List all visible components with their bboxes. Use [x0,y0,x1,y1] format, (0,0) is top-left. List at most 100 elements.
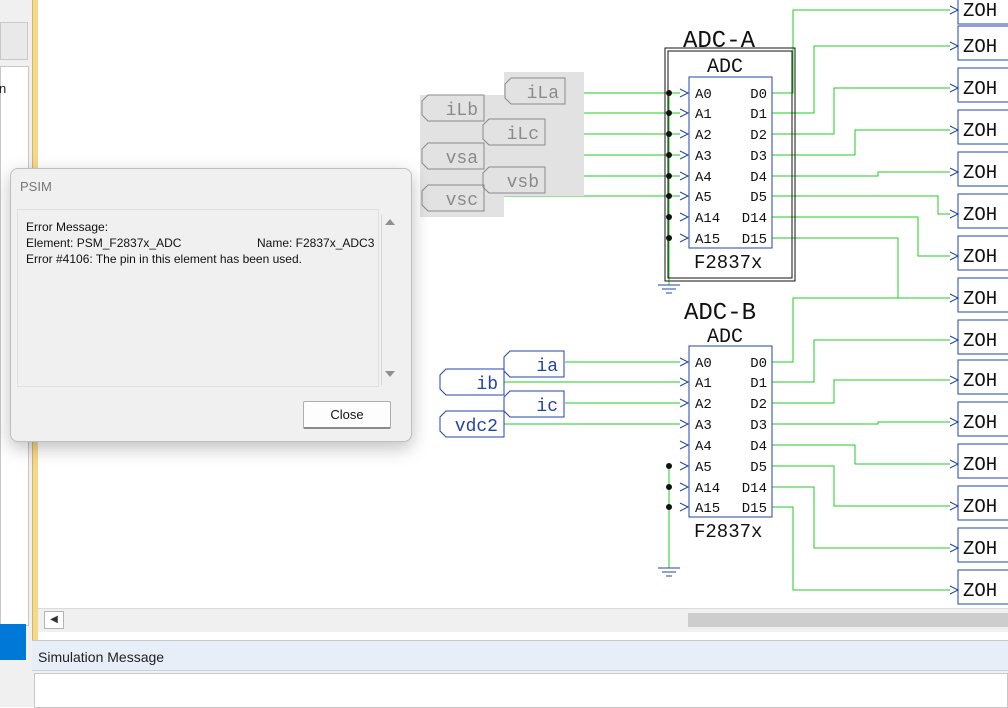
adc-a-chip: F2837x [694,252,762,274]
adc-b-output-wire [772,339,950,383]
adc-b-output-d0: D0 [750,356,767,372]
scroll-down-icon[interactable] [385,371,395,377]
error-element-label: Element: PSM_F2837x_ADC [26,236,182,250]
adc-b-node-dot [666,463,672,469]
left-panel-selected-item[interactable] [0,624,26,660]
zoh-input-arrow-icon [949,209,960,219]
adc-b-block[interactable] [688,345,773,518]
adc-b-title: ADC-B [684,300,756,327]
close-button[interactable]: Close [303,401,391,429]
adc-a-selection-frame [664,47,796,282]
adc-a-selection-inner [667,50,793,279]
adc-a-output-d0: D0 [750,87,767,103]
label-ilb-tag [421,94,485,122]
label-vsb: vsb [507,173,539,193]
adc-a-input-arrow-icon [679,108,690,118]
error-message-line: Error Message: [26,220,109,234]
scroll-up-icon[interactable] [385,219,395,225]
simulation-message-body[interactable] [34,673,1008,708]
label-vsa: vsa [446,149,479,169]
zoh-blocks: ZOHZOHZOHZOHZOHZOHZOHZOHZOHZOHZOHZOHZOHZ… [949,0,1008,605]
adc-b-input-a1: A1 [695,376,712,392]
zoh-input-arrow-icon [949,41,960,51]
adc-b-node-dot [666,484,672,490]
left-panel-list-text: n [0,81,7,96]
adc-a-input-arrow-icon [679,129,690,139]
scroll-left-arrow-icon[interactable]: ◀ [44,611,64,629]
ground-symbols [658,284,680,577]
adc-a-output-wire [772,171,950,177]
zoh-input-arrow-icon [949,375,960,385]
horizontal-scrollbar[interactable]: ◀ [38,608,1008,632]
zoh-block [957,151,1008,187]
adc-b-input-arrow-icon [679,398,690,408]
adc-a-input-a4: A4 [695,170,712,186]
zoh-input-arrow-icon [949,459,960,469]
adc-b-input-arrow-icon [679,440,690,450]
adc-b-input-a2: A2 [695,397,712,413]
adc-a-input-arrow-icon [679,150,690,160]
adc-b-input-a4: A4 [695,439,712,455]
adc-a-input-a15: A15 [695,232,720,248]
zoh-block [957,277,1008,313]
adc-a-output-wire [772,237,950,299]
zoh-block [957,193,1008,229]
label-vsa-tag [421,142,485,170]
label-vdc2-tag [439,410,505,438]
zoh-label: ZOH [963,496,997,518]
adc-a-input-arrow-icon [679,191,690,201]
adc-a-block[interactable] [688,76,773,249]
zoh-label: ZOH [963,120,997,142]
error-name-label: Name: F2837x_ADC3 [257,236,375,250]
adc-a-node-dot [666,173,672,179]
zoh-block [957,319,1008,355]
zoh-label: ZOH [963,78,997,100]
adc-a-label: ADC [707,56,743,79]
label-vsc: vsc [446,191,478,211]
adc-a-input-arrow-icon [679,212,690,222]
adc-a-input-arrow-icon [679,233,690,243]
zoh-input-arrow-icon [949,417,960,427]
adc-b-output-wire [772,465,950,507]
zoh-input-arrow-icon [949,585,960,595]
zoh-block [957,569,1008,605]
label-vsc-tag [421,184,485,212]
label-ia-tag [503,350,565,378]
adc-a-node-dot [666,193,672,199]
scroll-thumb[interactable] [688,613,1008,627]
dialog-title: PSIM [20,179,52,194]
zoh-input-arrow-icon [949,543,960,553]
zoh-label: ZOH [963,36,997,58]
label-ic: ic [536,397,558,417]
label-ilb: iLb [446,101,478,121]
adc-b-output-wire [772,379,950,404]
zoh-label: ZOH [963,204,997,226]
simulation-message-panel: Simulation Message [32,640,1008,708]
adc-b-output-wire [772,297,950,363]
zoh-block [957,67,1008,103]
zoh-block [957,25,1008,61]
message-scrollbar[interactable] [381,215,399,385]
label-ib: ib [476,375,498,395]
adc-a-node-dot [666,214,672,220]
zoh-label: ZOH [963,412,997,434]
error-message-box[interactable]: Error Message: Element: PSM_F2837x_ADC Na… [17,209,379,387]
error-dialog: PSIM Error Message: Element: PSM_F2837x_… [10,168,412,442]
adc-a-output-wire [772,9,950,94]
zoh-input-arrow-icon [949,251,960,261]
label-ila-tag [504,77,566,105]
zoh-block [957,0,1008,25]
adc-a-input-a14: A14 [695,211,720,227]
adc-a-output-d2: D2 [750,128,767,144]
left-panel-button[interactable] [0,22,28,60]
zoh-input-arrow-icon [949,501,960,511]
zoh-input-arrow-icon [949,293,960,303]
label-ia: ia [536,357,558,377]
zoh-label: ZOH [963,246,997,268]
adc-a-output-d1: D1 [750,107,767,123]
label-ib-tag [439,368,505,396]
